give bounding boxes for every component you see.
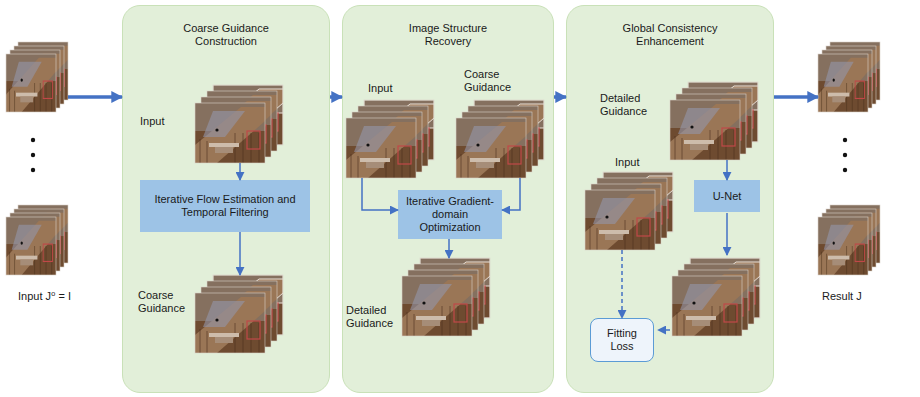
network-box: U-Net (694, 180, 760, 212)
flow-arrow (726, 160, 728, 180)
flow-arrow (726, 213, 728, 255)
box-label: Iterative Gradient-domain Optimization (404, 195, 496, 234)
frame-stack (818, 205, 880, 275)
ellipsis-dots (843, 138, 847, 172)
frame-stack (346, 100, 434, 178)
box-label: U-Net (713, 190, 742, 203)
box-label: Iterative Flow Estimation and Temporal F… (146, 193, 304, 219)
frame-stack (672, 258, 760, 336)
flow-arrow (448, 239, 450, 258)
flow-arrow (330, 95, 342, 99)
flow-arrow (239, 163, 241, 180)
stack-label: Input (615, 156, 655, 169)
frame-stack (6, 42, 68, 112)
panel-title: Global Consistency Enhancement (610, 22, 730, 48)
flow-arrow (68, 95, 122, 99)
frame-stack (456, 100, 544, 178)
panel-title: Image Structure Recovery (388, 22, 508, 48)
frame-stack (195, 275, 283, 353)
stack-label: Input (140, 115, 190, 128)
process-box: Iterative Flow Estimation and Temporal F… (140, 180, 310, 232)
frame-stack (818, 42, 880, 112)
flow-arrow (554, 95, 566, 99)
panel-title: Coarse Guidance Construction (166, 22, 286, 48)
process-box: Iterative Gradient-domain Optimization (398, 190, 502, 239)
stack-label: Input (368, 82, 418, 95)
stack-label: Detailed Guidance (346, 304, 400, 330)
box-label: Fitting Loss (595, 327, 649, 353)
frame-stack (402, 258, 490, 336)
loss-box: Fitting Loss (590, 318, 654, 362)
frame-stack (6, 205, 68, 275)
frame-stack (670, 82, 758, 160)
flow-arrow (239, 232, 241, 275)
stack-label: Input J⁰ = I (18, 290, 118, 303)
stack-label: Coarse Guidance (464, 68, 524, 94)
stack-label: Coarse Guidance (138, 289, 192, 315)
frame-stack (195, 85, 283, 163)
frame-stack (585, 172, 673, 250)
flow-arrow (774, 95, 818, 99)
stack-label: Detailed Guidance (600, 92, 662, 118)
ellipsis-dots (31, 138, 35, 172)
stack-label: Result J (822, 290, 902, 303)
